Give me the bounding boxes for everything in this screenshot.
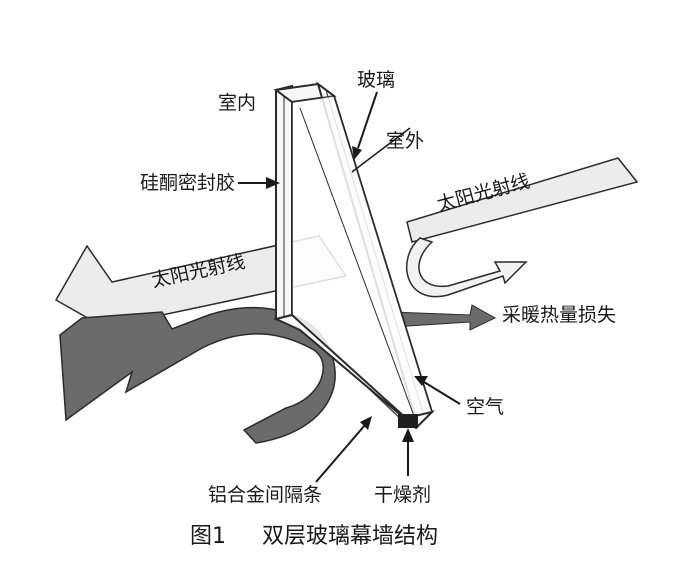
label-desiccant: 干燥剂 xyxy=(374,484,432,506)
label-glass: 玻璃 xyxy=(357,69,396,91)
figure-title: 双层玻璃幕墙结构 xyxy=(262,524,439,549)
reflected-sunlight-arrow xyxy=(406,237,528,298)
pointer-arrows xyxy=(238,91,461,483)
label-spacer: 铝合金间隔条 xyxy=(208,484,323,506)
label-heat-loss: 采暖热量损失 xyxy=(502,304,617,326)
spacer-block xyxy=(398,414,418,428)
figure-number: 图1 xyxy=(190,524,226,549)
label-outdoor: 室外 xyxy=(386,130,425,152)
label-silicone-sealant: 硅酮密封胶 xyxy=(140,172,236,194)
label-indoor: 室内 xyxy=(218,92,257,114)
heat-loss-arrow xyxy=(391,304,497,331)
label-air: 空气 xyxy=(466,396,505,418)
incoming-sunlight-arrow xyxy=(406,157,639,243)
